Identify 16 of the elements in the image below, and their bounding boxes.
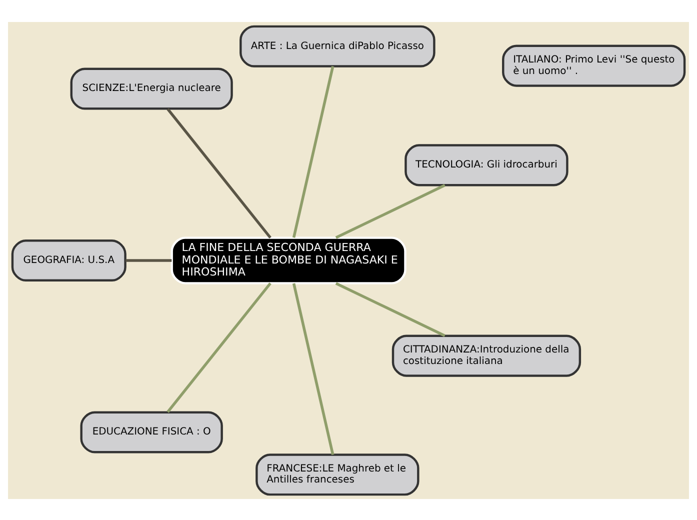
node-box: TECNOLOGIA: Gli idrocarburi <box>404 144 568 186</box>
connector <box>292 282 334 455</box>
node-box: ITALIANO: Primo Levi ''Se questo è un uomo'' . <box>502 44 686 86</box>
node-box: CITTADINANZA:Introduzione della costituzione italiana <box>392 334 582 376</box>
connector <box>126 258 172 262</box>
connector <box>335 184 446 238</box>
connector <box>335 282 446 336</box>
node-box: LA FINE DELLA SECONDA GUERRA MONDIALE E LE BOMBE DI NAGASAKI E HIROSHIMA <box>170 236 406 284</box>
node-box: FRANCESE:LE Maghreb et le Antilles franceses <box>256 453 420 496</box>
node-box: GEOGRAFIA: U.S.A <box>11 238 126 282</box>
node-box: ARTE : La Guernica diPablo Picasso <box>240 24 436 67</box>
connector <box>292 65 334 238</box>
node-box: EDUCAZIONE FISICA : O <box>80 410 223 453</box>
connector <box>166 108 272 238</box>
node-box: SCIENZE:L'Energia nucleare <box>70 67 233 110</box>
connector <box>166 282 272 412</box>
